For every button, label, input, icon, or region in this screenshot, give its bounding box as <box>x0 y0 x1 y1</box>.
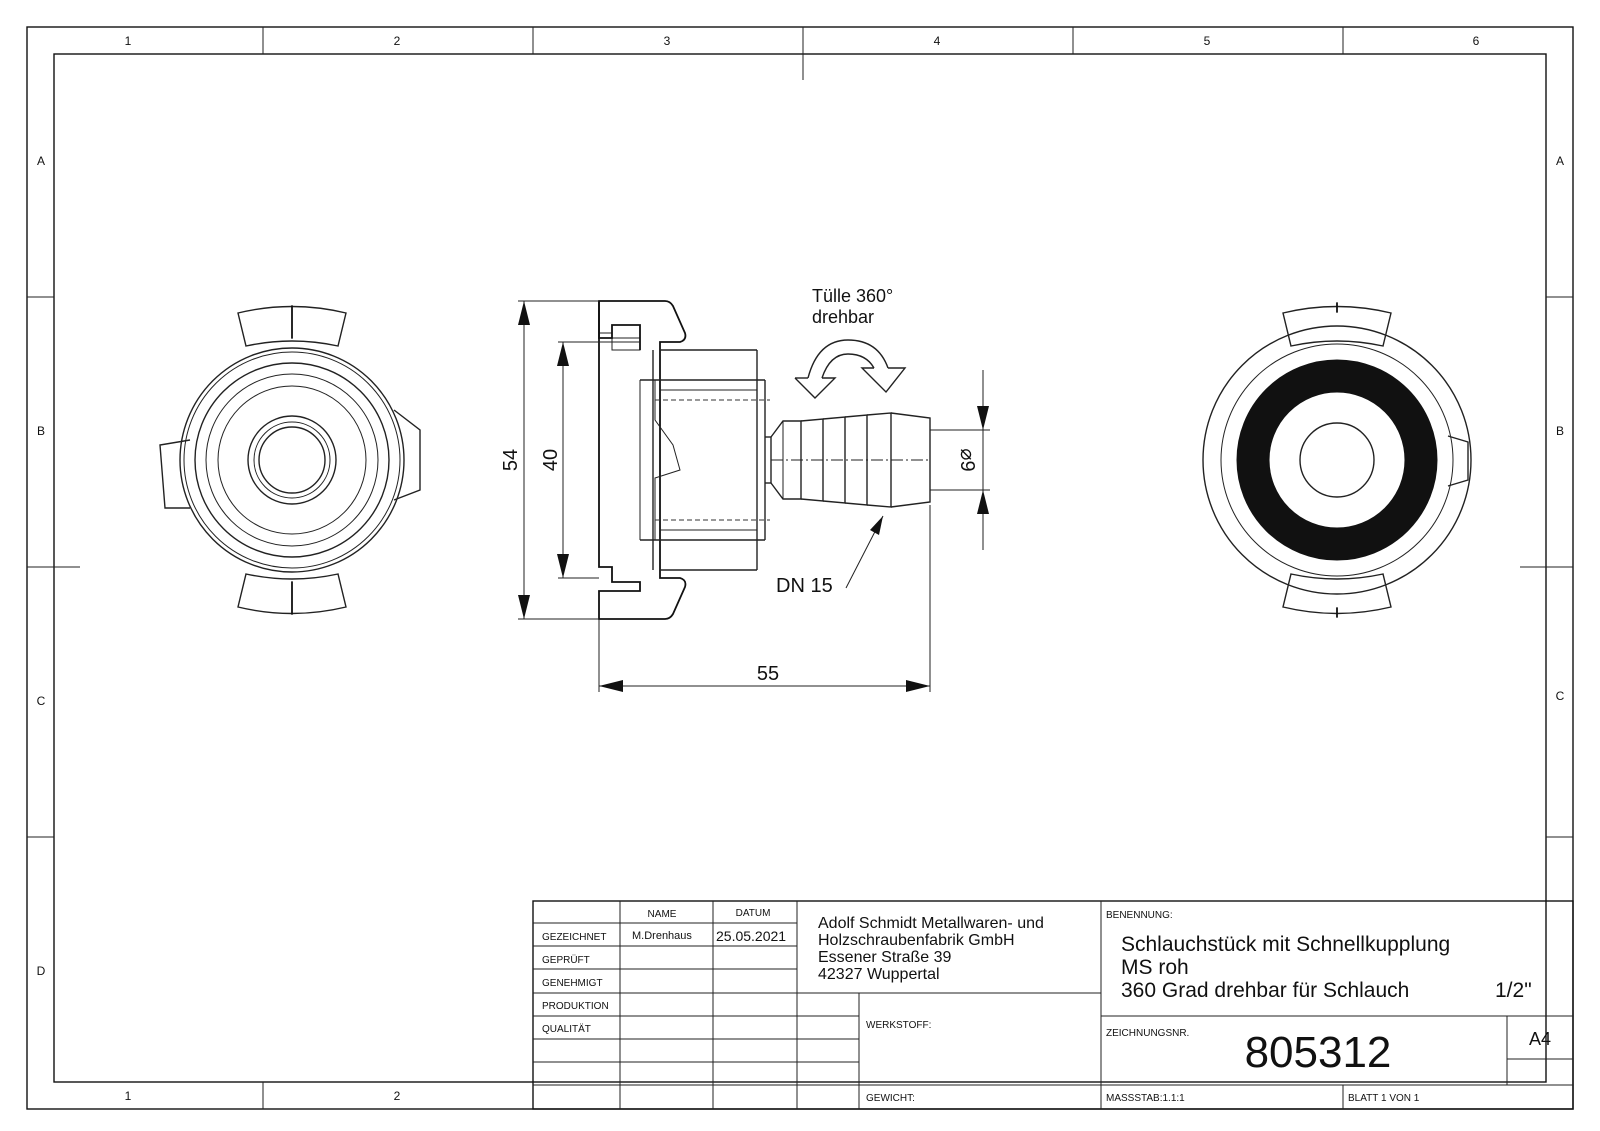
zone-row-a-left: A <box>37 154 45 168</box>
zone-col-3: 3 <box>664 34 671 48</box>
rotation-indicator: Tülle 360° drehbar <box>794 286 907 399</box>
nominal-size-callout: DN 15 <box>776 515 884 597</box>
row-name-drawn: M.Drenhaus <box>632 930 692 942</box>
dim-55-label: 55 <box>757 663 779 685</box>
zone-col-6: 6 <box>1473 34 1480 48</box>
header-name: NAME <box>648 909 677 920</box>
dimension-inner-height: 40 <box>540 341 640 579</box>
seal-ring <box>1236 359 1438 561</box>
dim-54-label: 54 <box>500 449 522 471</box>
zone-col-1: 1 <box>125 34 132 48</box>
company-line-1: Adolf Schmidt Metallwaren- und <box>818 915 1044 932</box>
row-label-drawn: GEZEICHNET <box>542 932 606 943</box>
designation-line-2: MS roh <box>1121 956 1189 979</box>
dim-bore-label: ⌀9 <box>956 448 978 471</box>
zone-row-b-right: B <box>1556 424 1564 438</box>
scale-label: MASSSTAB:1.1:1 <box>1106 1093 1185 1104</box>
weight-label: GEWICHT: <box>866 1093 915 1104</box>
zone-labels: 1 2 3 4 5 6 1 2 A B C D A B C <box>37 34 1565 1103</box>
size-label: 1/2" <box>1495 979 1532 1002</box>
zone-col-5: 5 <box>1204 34 1211 48</box>
row-label-approved: GENEHMIGT <box>542 978 603 989</box>
left-end-view <box>159 305 421 615</box>
row-date-drawn: 25.05.2021 <box>716 928 786 944</box>
row-label-production: PRODUKTION <box>542 1001 609 1012</box>
zone-col-bottom-1: 1 <box>125 1089 132 1103</box>
format-label: A4 <box>1529 1029 1551 1049</box>
zone-row-d-left: D <box>37 964 46 978</box>
zone-row-c-left: C <box>37 694 46 708</box>
right-end-view <box>1202 302 1472 618</box>
drawing-no: 805312 <box>1245 1028 1392 1077</box>
material-label: WERKSTOFF: <box>866 1020 931 1031</box>
dn15-label: DN 15 <box>776 575 833 597</box>
zone-col-bottom-2: 2 <box>394 1089 401 1103</box>
zone-row-c-right: C <box>1556 689 1565 703</box>
company-line-3: Essener Straße 39 <box>818 949 952 966</box>
dimension-length: 55 <box>598 505 931 692</box>
header-date: DATUM <box>736 908 771 919</box>
zone-row-a-right: A <box>1556 154 1564 168</box>
swivel-note-line1: Tülle 360° <box>812 286 893 306</box>
designation-label: BENENNUNG: <box>1106 910 1173 921</box>
row-label-checked: GEPRÜFT <box>542 954 590 966</box>
designation-line-3: 360 Grad drehbar für Schlauch <box>1121 979 1409 1002</box>
designation-line-1: Schlauchstück mit Schnellkupplung <box>1121 933 1450 956</box>
zone-row-b-left: B <box>37 424 45 438</box>
row-label-quality: QUALITÄT <box>542 1023 591 1035</box>
company-line-4: 42327 Wuppertal <box>818 966 940 983</box>
side-view <box>598 300 931 620</box>
swivel-note-line2: drehbar <box>812 307 874 327</box>
zone-col-4: 4 <box>934 34 941 48</box>
dimension-overall-height: 54 <box>500 300 599 620</box>
dim-40-label: 40 <box>540 449 562 471</box>
dimension-bore: ⌀9 <box>930 370 990 550</box>
sheet-label: BLATT 1 VON 1 <box>1348 1093 1420 1104</box>
title-block: NAME DATUM GEZEICHNET M.Drenhaus 25.05.2… <box>532 900 1574 1110</box>
company-line-2: Holzschraubenfabrik GmbH <box>818 932 1015 949</box>
drawing-no-label: ZEICHNUNGSNR. <box>1106 1028 1189 1039</box>
zone-col-2: 2 <box>394 34 401 48</box>
